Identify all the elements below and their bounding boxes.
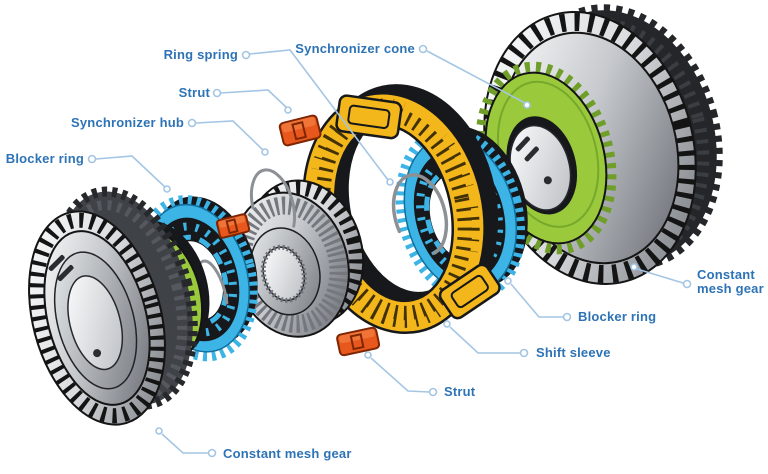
constant-mesh-gear-left-part — [28, 186, 198, 426]
leader-ring-spring — [241, 49, 394, 186]
leader-constant-mesh-gear-left — [155, 427, 217, 458]
leader-blocker-ring-left — [87, 154, 171, 193]
leader-strut-top — [212, 88, 292, 114]
leader-synchronizer-hub — [187, 118, 269, 156]
label-blocker-ring-left: Blocker ring — [6, 151, 84, 166]
leader-strut-bottom — [364, 351, 438, 397]
strut-bottom-part — [336, 326, 381, 357]
hub-spring-wire — [249, 168, 297, 244]
label-synchronizer-cone: Synchronizer cone — [295, 41, 415, 56]
strut-left-part — [215, 213, 251, 239]
leader-synchronizer-cone — [418, 44, 531, 109]
label-ring-spring: Ring spring — [164, 47, 238, 62]
label-constant-mesh-gear-right-line2: mesh gear — [697, 281, 764, 296]
strut-top-part — [278, 114, 322, 147]
leader-constant-mesh-gear-right — [630, 263, 692, 289]
leader-shift-sleeve — [443, 320, 529, 358]
synchronizer-hub-part — [231, 179, 365, 338]
label-constant-mesh-gear-left: Constant mesh gear — [223, 446, 352, 461]
ring-spring-part — [391, 173, 449, 257]
label-shift-sleeve: Shift sleeve — [536, 345, 611, 360]
label-constant-mesh-gear-right-line1: Constant — [697, 267, 755, 282]
label-blocker-ring-right: Blocker ring — [578, 309, 656, 324]
label-strut-top: Strut — [179, 85, 211, 100]
leader-blocker-ring-right — [504, 277, 572, 322]
label-strut-bottom: Strut — [444, 384, 476, 399]
label-synchronizer-hub: Synchronizer hub — [71, 115, 184, 130]
